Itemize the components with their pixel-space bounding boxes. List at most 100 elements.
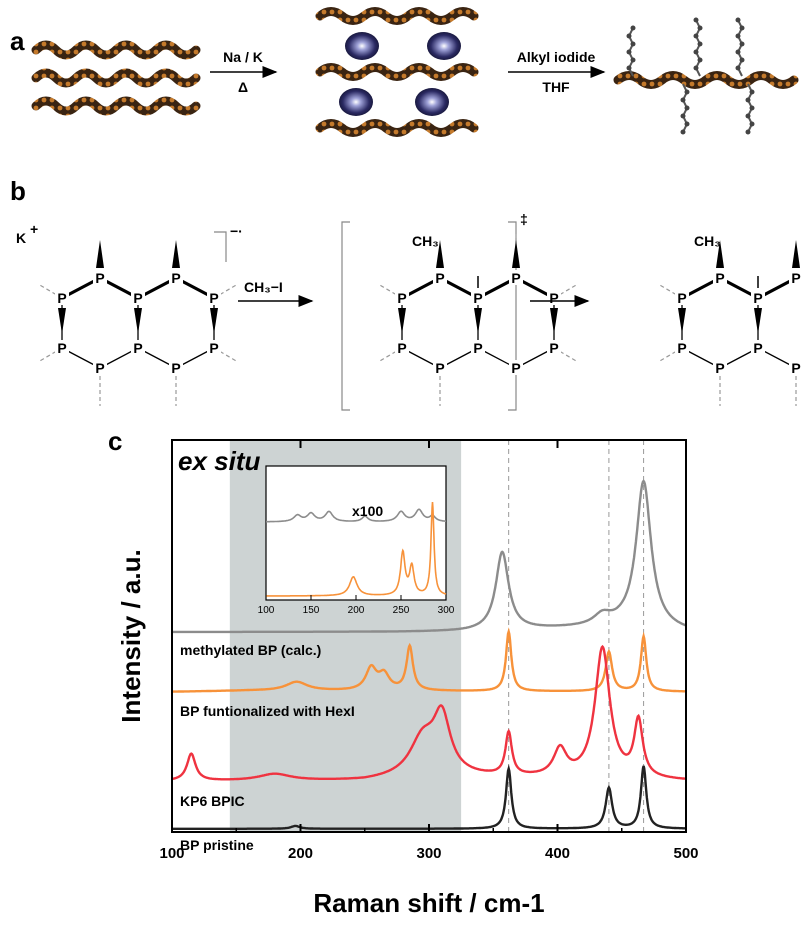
alkylation-arrow: Alkyl iodide THF <box>508 49 606 95</box>
charge-bracket <box>214 231 227 262</box>
phosphorus-atom: P <box>95 360 104 376</box>
ex-situ-label: ex situ <box>178 446 260 476</box>
x-tick-label: 500 <box>673 845 698 862</box>
phosphorus-atom: P <box>473 290 482 306</box>
phosphorus-atom: P <box>715 360 724 376</box>
phosphorus-atom: P <box>549 340 558 356</box>
cation-charge: + <box>30 221 38 237</box>
reagent-arrow: CH₃−I <box>238 279 314 307</box>
inset-x-tick-label: 150 <box>303 605 320 616</box>
pristine-bp-layers <box>31 40 201 116</box>
functionalized-bp <box>613 17 799 135</box>
series-label-2: KP6 BPIC <box>180 793 245 809</box>
wedge-bond <box>792 240 800 268</box>
phosphorus-atom: P <box>133 290 142 306</box>
methyl-label-ts: CH₃ <box>412 233 439 249</box>
alkyl-chain-atoms <box>626 17 755 135</box>
inset-scale-note: x100 <box>352 503 383 519</box>
wedge-bond <box>754 308 762 334</box>
series-line-0 <box>172 479 687 634</box>
phosphorus-atom: P <box>677 290 686 306</box>
series-label-0: methylated BP (calc.) <box>180 642 321 658</box>
alkyl-chains <box>627 19 754 133</box>
wedge-bond <box>210 308 218 334</box>
wedge-bond <box>96 240 104 268</box>
wedge-bond <box>512 240 520 268</box>
phosphorus-atom: P <box>549 290 558 306</box>
intercalated-bp <box>315 7 479 137</box>
wedge-bond <box>58 308 66 334</box>
reagent-label: CH₃−I <box>244 279 283 295</box>
panel-b-label: b <box>10 176 26 206</box>
step2-top-label: Alkyl iodide <box>517 49 596 65</box>
dashed-bond <box>213 283 239 299</box>
dashed-bond <box>553 283 579 299</box>
phosphorus-atom: P <box>397 290 406 306</box>
phosphorus-atom: P <box>171 270 180 286</box>
dashed-bond <box>657 347 683 363</box>
panel-a-label: a <box>10 26 25 56</box>
wedge-bond <box>134 308 142 334</box>
phosphorus-atom: P <box>753 290 762 306</box>
wedge-bond <box>716 240 724 268</box>
phosphorus-atom: P <box>677 340 686 356</box>
anion-charge: −· <box>230 223 243 239</box>
intercalation-arrow: Na / K Δ <box>210 49 278 95</box>
step2-bottom-label: THF <box>542 79 570 95</box>
phosphorus-atom: P <box>715 270 724 286</box>
dashed-bond <box>37 347 63 363</box>
phosphorus-atom: P <box>511 360 520 376</box>
potassium-ion <box>427 32 461 60</box>
raman-chart: methylated BP (calc.) BP funtionalized wi… <box>116 439 699 918</box>
wedge-bond <box>172 240 180 268</box>
phosphorus-atom: P <box>209 340 218 356</box>
x-tick-label: 400 <box>545 845 570 862</box>
phosphorus-atom: P <box>57 340 66 356</box>
ts-mark: ‡ <box>520 211 528 227</box>
wedge-bond <box>678 308 686 334</box>
potassium-ion <box>415 88 449 116</box>
inset-x-tick-label: 250 <box>393 605 410 616</box>
inset-frame <box>265 465 447 601</box>
y-axis-title: Intensity / a.u. <box>116 549 146 722</box>
phosphorus-atom: P <box>435 360 444 376</box>
series-label-3: BP pristine <box>180 837 254 853</box>
potassium-ion <box>339 88 373 116</box>
dashed-bond <box>657 283 683 299</box>
ts-bracket-left <box>341 221 350 411</box>
x-axis-title: Raman shift / cm-1 <box>313 888 544 918</box>
transition-state-structure: ‡ CH₃ P P P P P P P P P P <box>341 211 579 411</box>
inset-x-tick-label: 100 <box>258 605 275 616</box>
series-label-1: BP funtionalized with HexI <box>180 703 355 719</box>
phosphorus-atom: P <box>95 270 104 286</box>
ts-bracket-right <box>508 221 517 411</box>
phosphorus-atom: P <box>171 360 180 376</box>
phosphorus-atom: P <box>435 270 444 286</box>
inset-x-tick-label: 300 <box>438 605 455 616</box>
phosphorus-atom: P <box>397 340 406 356</box>
x-tick-label: 300 <box>416 845 441 862</box>
step1-top-label: Na / K <box>223 49 263 65</box>
step1-bottom-label: Δ <box>238 79 248 95</box>
inset-series-line-0 <box>266 508 446 523</box>
wedge-bond <box>474 308 482 334</box>
phosphorus-atom: P <box>209 290 218 306</box>
phosphorus-atom: P <box>133 340 142 356</box>
panel-c-label: c <box>108 426 122 456</box>
dashed-bond <box>213 347 239 363</box>
phosphorus-atom: P <box>791 270 800 286</box>
phosphorus-atom: P <box>473 340 482 356</box>
inset-x-tick-label: 200 <box>348 605 365 616</box>
dashed-bond <box>553 347 579 363</box>
phosphorus-atom: P <box>511 270 520 286</box>
phosphorus-atom: P <box>753 340 762 356</box>
wedge-bond <box>436 240 444 268</box>
wedge-bond <box>550 308 558 334</box>
dashed-bond <box>377 283 403 299</box>
inset-series-line-1 <box>266 501 447 597</box>
cation-label: K <box>16 230 26 246</box>
wedge-bond <box>398 308 406 334</box>
